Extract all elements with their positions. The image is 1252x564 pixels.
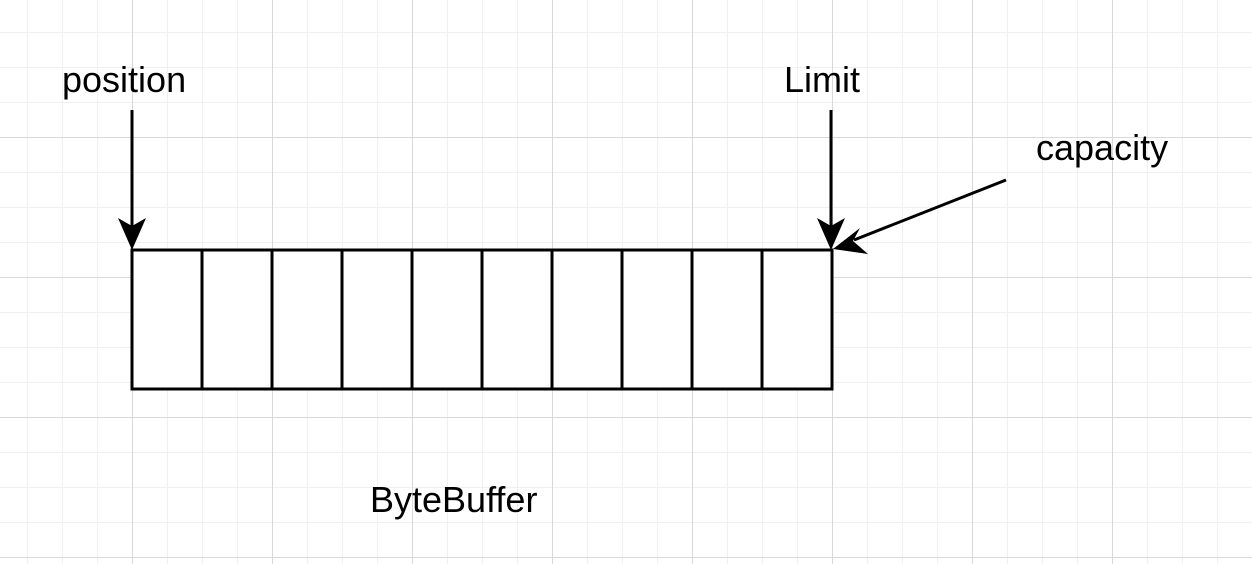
buffer-cell (200, 248, 274, 391)
buffer-cell (410, 248, 484, 391)
position-arrow (118, 110, 146, 250)
buffer-cell (620, 248, 694, 391)
buffer-cell (760, 248, 834, 391)
buffer-name-label: ByteBuffer (370, 479, 538, 520)
capacity-label: capacity (1036, 127, 1169, 168)
buffer-cells (130, 248, 834, 391)
position-label: position (62, 59, 187, 100)
capacity-arrow (833, 178, 1007, 254)
buffer-cell (340, 248, 414, 391)
limit-arrow (817, 110, 845, 250)
buffer-cell (480, 248, 554, 391)
buffer-cell (550, 248, 624, 391)
buffer-cell (690, 248, 764, 391)
buffer-cell (270, 248, 344, 391)
limit-label: Limit (784, 59, 861, 100)
buffer-cell (130, 248, 204, 391)
